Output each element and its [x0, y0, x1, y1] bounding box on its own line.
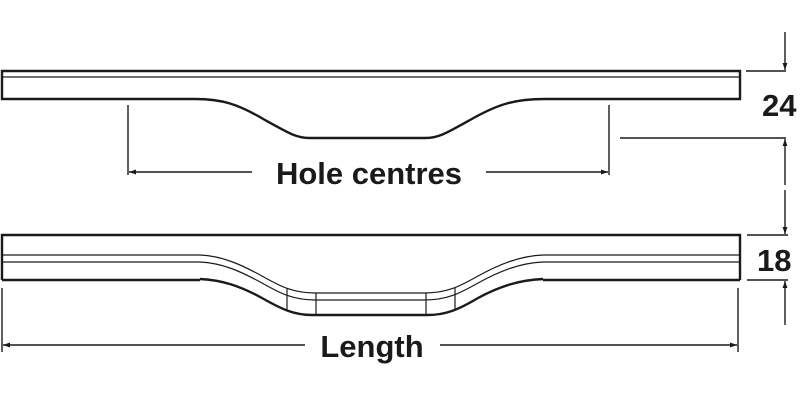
top-profile-view: [0, 69, 742, 140]
height-18-label: 18: [757, 243, 791, 278]
front-profile-view: [0, 233, 742, 317]
length-label: Length: [320, 329, 423, 364]
length-dimension: [1, 288, 739, 352]
front-profile-inner-line-1: [2, 254, 740, 294]
hole-centres-label: Hole centres: [276, 156, 462, 191]
top-profile-outline: [0, 69, 742, 140]
front-profile-top-edge: [0, 233, 742, 280]
front-profile-inner-line-2: [2, 261, 740, 301]
hole-centres-dimension: [127, 105, 610, 175]
height-18-dimension: [747, 190, 788, 325]
front-profile-lower-curve: [199, 277, 544, 317]
height-24-dimension: [620, 32, 788, 185]
height-24-label: 24: [762, 88, 797, 123]
